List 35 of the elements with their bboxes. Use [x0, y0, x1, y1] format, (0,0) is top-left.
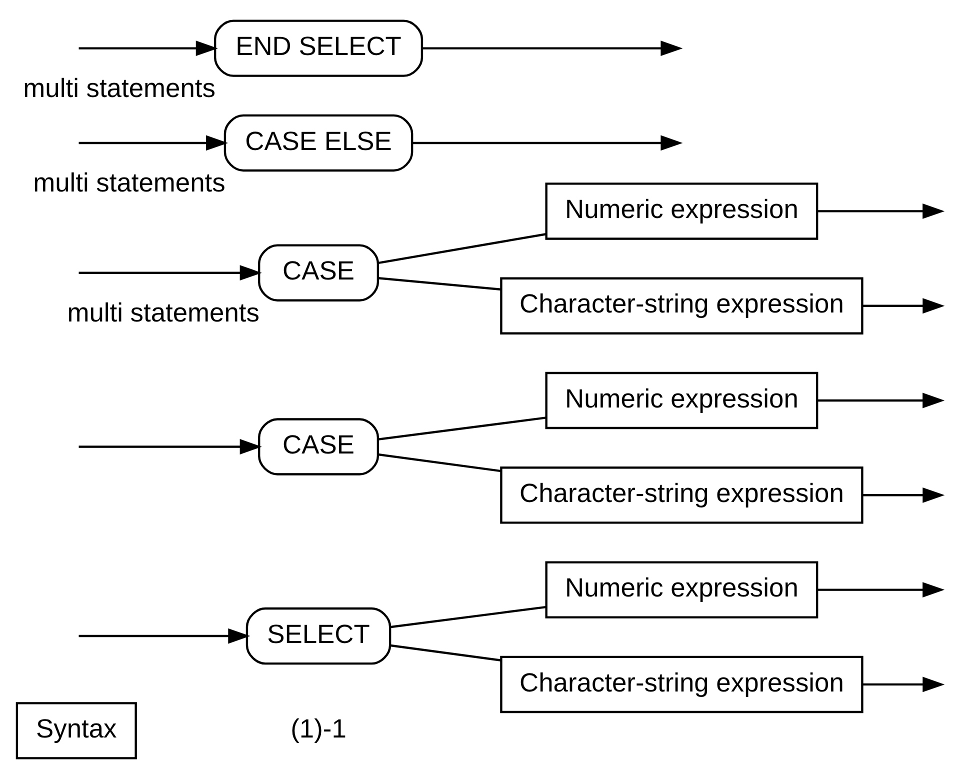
connector: [390, 605, 546, 628]
arrow: [817, 202, 945, 218]
arrow: [817, 392, 945, 408]
arrow: [78, 264, 262, 280]
node-box: Numeric expression: [545, 371, 818, 429]
node-label: multi statements: [23, 72, 216, 102]
node-box: Numeric expression: [545, 560, 818, 618]
node-label: multi statements: [67, 296, 260, 327]
arrow: [422, 40, 683, 56]
connector: [378, 452, 502, 472]
connector: [378, 416, 546, 440]
connector: [378, 232, 546, 264]
arrow: [78, 134, 228, 150]
node-label: multi statements: [33, 167, 226, 198]
arrow: [78, 438, 262, 454]
node-box: END SELECT: [214, 19, 424, 76]
arrow: [412, 134, 683, 150]
node-box: CASE: [258, 244, 380, 301]
node-box: CASE ELSE: [224, 114, 414, 172]
connector: [390, 644, 502, 661]
node-box: Character-string expression: [500, 466, 864, 524]
node-box: Character-string expression: [500, 276, 864, 334]
arrow: [862, 676, 945, 692]
node-box: Numeric expression: [545, 182, 818, 240]
arrow: [817, 582, 945, 598]
node-box: Character-string expression: [500, 655, 864, 713]
node-box: CASE: [258, 418, 380, 475]
arrow: [78, 628, 250, 644]
node-box: Syntax: [16, 702, 137, 759]
node-box: SELECT: [246, 606, 392, 664]
arrow: [862, 486, 945, 502]
connector: [378, 276, 502, 290]
arrow: [78, 40, 218, 56]
label: (1)-1: [290, 713, 346, 744]
arrow: [862, 298, 945, 314]
